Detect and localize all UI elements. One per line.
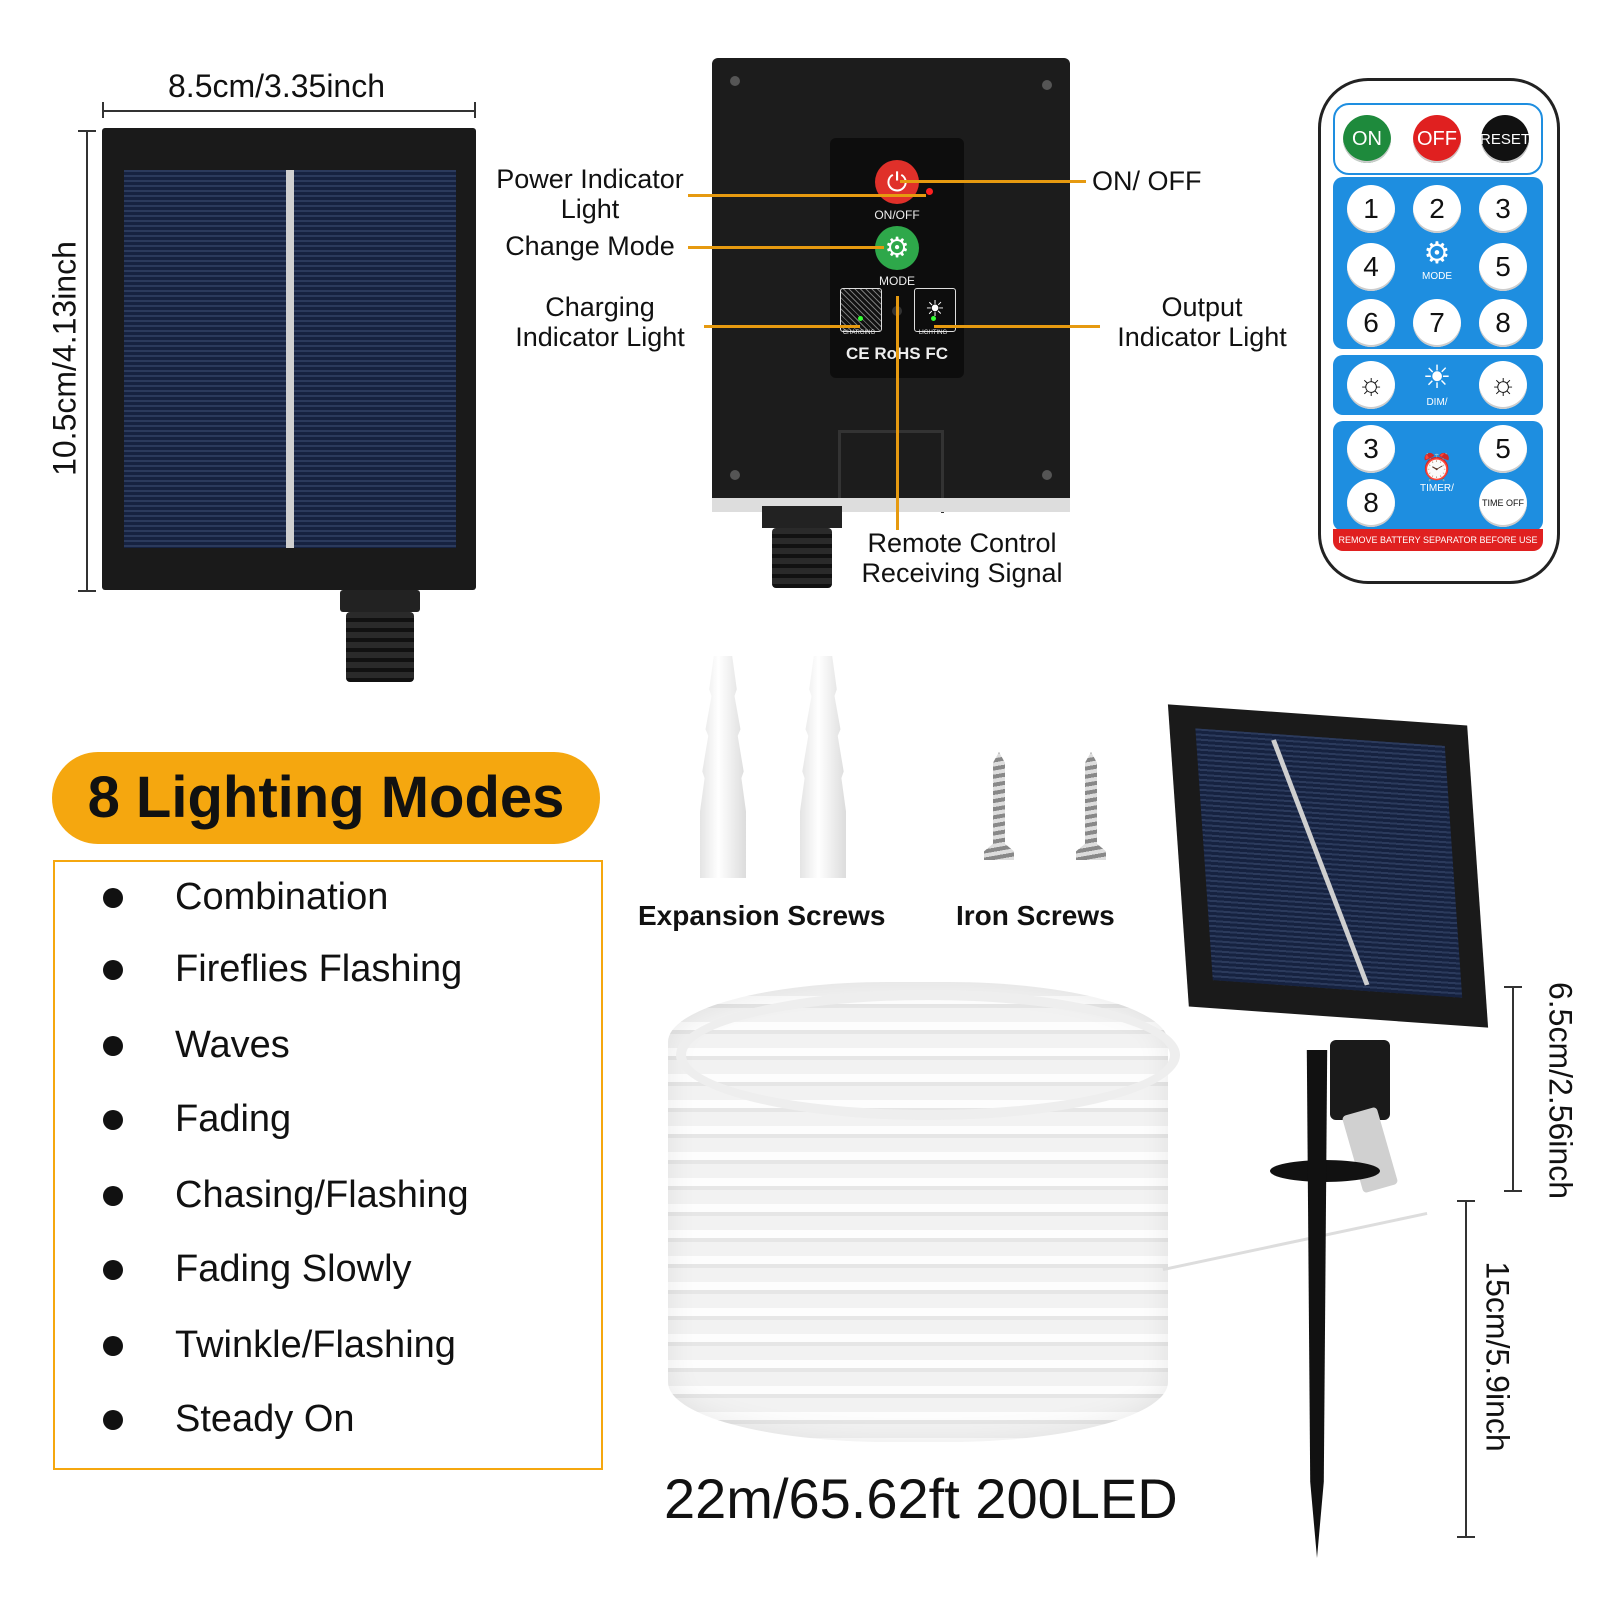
remote-signal-callout: Remote Control Receiving Signal <box>861 528 1063 589</box>
power-row <box>1333 103 1543 175</box>
change-mode-callout: Change Mode <box>505 231 675 261</box>
mode-item: Fireflies Flashing <box>55 948 462 991</box>
timer-8-button[interactable]: 8 <box>1347 479 1395 527</box>
battery-separator-notice: REMOVE BATTERY SEPARATOR BEFORE USE <box>1333 529 1543 551</box>
on-button[interactable]: ON <box>1343 115 1391 163</box>
lighting-icon: ☀ <box>914 288 956 332</box>
rope-cable <box>1162 1211 1428 1272</box>
leader-change-mode <box>688 246 884 249</box>
mode-item: Twinkle/Flashing <box>55 1324 456 1367</box>
iron-screws-label: Iron Screws <box>956 900 1115 931</box>
dim-button[interactable]: ☀ DIM/ <box>1413 357 1461 413</box>
stake-height-line <box>1465 1200 1467 1538</box>
modes-title: 8 Lighting Modes <box>52 752 600 844</box>
button-1[interactable]: 1 <box>1347 185 1395 233</box>
output-indicator-callout: Output Indicator Light <box>1117 292 1287 353</box>
control-panel: ⏻ ON/OFF ⚙ MODE CHARGING ☀ LIGHTING CE R… <box>830 138 964 378</box>
mode-item: Steady On <box>55 1398 355 1441</box>
controller-clip <box>838 430 944 513</box>
leader-charging <box>704 325 860 328</box>
mode-item: Fading <box>55 1098 291 1141</box>
leader-on-off <box>900 180 1086 183</box>
modes-list: Combination Fireflies Flashing Waves Fad… <box>53 860 603 1470</box>
reset-button[interactable]: RESET <box>1480 115 1530 163</box>
gear-icon: ⚙ <box>884 232 910 263</box>
timer-5-button[interactable]: 5 <box>1479 425 1527 473</box>
stake-height-label: 15cm/5.9inch <box>1479 1261 1516 1452</box>
leader-output <box>934 325 1100 328</box>
mode-item: Waves <box>55 1024 290 1067</box>
mode-item: Fading Slowly <box>55 1248 412 1291</box>
sun-minus-icon: ☼ <box>1357 368 1385 401</box>
mode-text: MODE <box>879 274 915 288</box>
mode-item: Combination <box>55 876 388 919</box>
solar-cells-left <box>124 170 286 548</box>
power-indicator-dot <box>926 188 933 195</box>
button-7[interactable]: 7 <box>1413 299 1461 347</box>
leader-remote-signal <box>896 296 899 530</box>
lighting-text: LIGHTING <box>918 330 948 336</box>
charging-text: CHARGING <box>842 330 876 336</box>
timer-button[interactable]: ⏰ TIMER/ <box>1407 451 1467 507</box>
panel-width-line <box>102 110 476 112</box>
stake-panel-height-line <box>1512 986 1514 1192</box>
controller-connector <box>762 506 842 528</box>
dim-down-button[interactable]: ☼ <box>1347 361 1395 409</box>
iron-screw <box>1076 752 1106 860</box>
product-spec: 22m/65.62ft 200LED <box>664 1467 1178 1530</box>
expansion-screws-label: Expansion Screws <box>638 900 886 931</box>
charging-indicator-callout: Charging Indicator Light <box>515 292 685 353</box>
stake-connector <box>1330 1040 1390 1120</box>
alarm-clock-icon: ⏰ <box>1420 452 1454 482</box>
button-3[interactable]: 3 <box>1479 185 1527 233</box>
button-6[interactable]: 6 <box>1347 299 1395 347</box>
sun-icon: ☀ <box>1422 359 1452 395</box>
time-off-button[interactable]: TIME OFF <box>1479 479 1527 527</box>
gear-icon: ⚙ <box>1423 237 1451 270</box>
panel-height-label: 10.5cm/4.13inch <box>46 241 83 476</box>
mode-item: Chasing/Flashing <box>55 1174 469 1217</box>
ground-stake <box>1306 1050 1328 1558</box>
on-off-callout: ON/ OFF <box>1092 166 1202 196</box>
output-indicator-dot <box>931 316 936 321</box>
sun-plus-icon: ☼ <box>1489 368 1517 401</box>
solar-cells-right <box>294 170 456 548</box>
stake-panel-height-label: 6.5cm/2.56inch <box>1542 981 1579 1199</box>
charging-icon <box>840 288 882 332</box>
charging-indicator-dot <box>858 316 863 321</box>
panel-width-label: 8.5cm/3.35inch <box>168 68 386 104</box>
stake-solar-panel <box>1167 704 1489 1028</box>
panel-height-line <box>86 130 88 592</box>
power-indicator-callout: Power Indicator Light <box>490 164 690 224</box>
solar-panel <box>102 128 476 590</box>
coil-top <box>676 990 1180 1120</box>
button-4[interactable]: 4 <box>1347 243 1395 291</box>
remote-control: ON OFF RESET 1 2 3 4 ⚙ MODE 5 6 7 8 ☼ ☀ … <box>1318 78 1560 584</box>
button-5[interactable]: 5 <box>1479 243 1527 291</box>
expansion-screw <box>800 656 846 878</box>
power-indicator-line1: Power Indicator <box>496 164 684 194</box>
mode-remote-button[interactable]: ⚙ MODE <box>1413 237 1461 289</box>
panel-connector <box>340 590 420 612</box>
button-8[interactable]: 8 <box>1479 299 1527 347</box>
off-button[interactable]: OFF <box>1413 115 1461 163</box>
expansion-screw <box>700 656 746 878</box>
timer-3-button[interactable]: 3 <box>1347 425 1395 473</box>
power-indicator-line2: Light <box>560 194 620 225</box>
power-icon: ⏻ <box>886 167 908 197</box>
leader-power-indicator <box>688 194 926 197</box>
button-2[interactable]: 2 <box>1413 185 1461 233</box>
onoff-text: ON/OFF <box>874 208 920 222</box>
iron-screw <box>984 752 1014 860</box>
controller-box: ⏻ ON/OFF ⚙ MODE CHARGING ☀ LIGHTING CE R… <box>712 58 1070 513</box>
dim-up-button[interactable]: ☼ <box>1479 361 1527 409</box>
